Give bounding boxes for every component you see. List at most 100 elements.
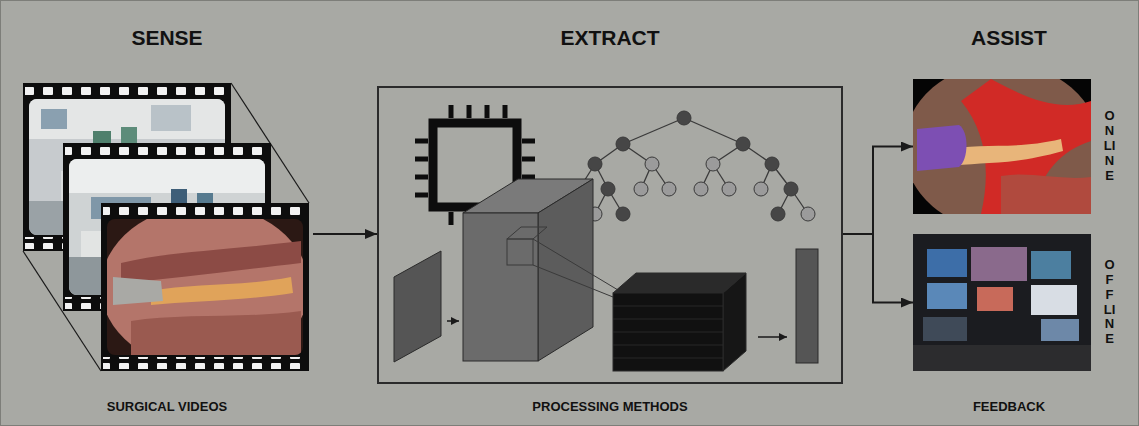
decision-tree — [684, 118, 743, 144]
decision-tree — [677, 111, 691, 125]
film-frame — [101, 203, 309, 371]
vertical-label: OFFLINE — [1103, 258, 1116, 348]
decision-tree — [616, 207, 630, 221]
decision-tree — [801, 207, 815, 221]
chip-icon — [415, 139, 428, 144]
cnn-diagram — [613, 306, 723, 358]
decision-tree — [601, 182, 615, 196]
flow-arrow — [313, 233, 377, 235]
control-room-image — [1041, 319, 1079, 341]
cnn-diagram — [394, 179, 818, 371]
endoscopic-image — [904, 63, 1100, 231]
endoscopic-image — [917, 125, 967, 171]
cnn-diagram — [613, 306, 723, 307]
chip-icon — [503, 105, 508, 118]
decision-tree — [623, 118, 684, 144]
film-frame — [151, 105, 191, 131]
control-room-image — [913, 345, 1091, 371]
decision-tree — [579, 118, 808, 214]
endoscopic-image — [913, 79, 1091, 214]
cnn-diagram — [507, 239, 533, 265]
decision-tree — [662, 182, 676, 196]
film-frame — [101, 203, 309, 371]
panel-node: SENSE SURGICAL VIDEOS — [21, 21, 313, 417]
cnn-diagram — [613, 358, 723, 359]
chip-icon — [449, 212, 454, 225]
film-frame — [69, 159, 265, 193]
decision-tree — [645, 157, 659, 171]
chip-icon — [415, 193, 428, 198]
control-room-image — [913, 234, 1091, 371]
control-room-image — [927, 283, 967, 309]
cnn-diagram — [533, 265, 623, 301]
decision-tree — [616, 137, 630, 151]
chip-icon — [485, 105, 490, 118]
caption-label: SURGICAL VIDEOS — [107, 399, 227, 415]
flow-arrow — [843, 234, 913, 303]
film-frame — [103, 357, 307, 369]
cnn-diagram — [723, 273, 746, 371]
film-frame — [25, 86, 229, 98]
decision-tree — [706, 157, 720, 171]
film-frame — [107, 219, 303, 355]
column-heading: EXTRACT — [560, 25, 659, 51]
chip-icon — [522, 157, 535, 162]
control-room-image — [913, 234, 1091, 371]
control-room-image — [977, 287, 1013, 311]
flow-arrow — [843, 147, 913, 235]
control-room-image — [923, 317, 967, 341]
processing-box: EXTRACT PROCESSING METHODS — [377, 21, 843, 417]
film-frame — [131, 311, 301, 355]
caption-label: FEEDBACK — [909, 399, 1109, 415]
film-frame — [151, 277, 293, 305]
control-room-image — [913, 247, 1091, 371]
control-room-image — [971, 247, 1027, 281]
vertical-label: ONLINE — [1103, 109, 1116, 184]
panel-node: OFFLINE — [913, 234, 1123, 371]
film-frame — [65, 146, 269, 158]
cnn-diagram — [613, 332, 723, 333]
cnn-diagram — [507, 227, 547, 239]
cnn-diagram — [796, 249, 818, 363]
film-frame — [121, 241, 301, 283]
chip-icon — [415, 157, 428, 162]
control-room-image — [1031, 251, 1071, 279]
film-frame — [103, 206, 307, 218]
cnn-diagram — [447, 320, 459, 322]
decision-tree — [754, 182, 768, 196]
decision-tree — [765, 157, 779, 171]
film-frame — [107, 219, 303, 355]
decision-tree — [736, 137, 750, 151]
cnn-diagram — [533, 239, 623, 293]
control-room-image — [927, 249, 967, 277]
cnn-diagram — [463, 213, 538, 361]
decision-tree — [634, 182, 648, 196]
cnn-diagram — [613, 293, 723, 371]
box-outline — [377, 86, 843, 384]
chip-icon — [449, 105, 454, 118]
cnn-diagram — [613, 345, 723, 346]
column-heading: SENSE — [131, 25, 202, 51]
cnn-diagram — [394, 251, 441, 362]
decision-tree — [784, 182, 798, 196]
chip-icon — [467, 105, 472, 118]
decision-tree — [572, 111, 815, 221]
chip-icon — [522, 139, 535, 144]
panel-node: ONLINE — [913, 79, 1123, 214]
film-frame — [41, 109, 67, 129]
decision-tree — [722, 182, 736, 196]
perspective-line — [23, 83, 309, 371]
decision-tree — [588, 157, 602, 171]
cnn-diagram — [613, 319, 723, 320]
endoscopic-image — [1001, 175, 1091, 214]
decision-tree — [572, 111, 815, 221]
endoscopic-image — [913, 79, 1091, 214]
decision-tree — [771, 207, 785, 221]
decision-tree — [694, 182, 708, 196]
column-heading: ASSIST — [909, 25, 1109, 51]
caption-label: PROCESSING METHODS — [532, 399, 687, 415]
film-frame — [113, 277, 163, 305]
